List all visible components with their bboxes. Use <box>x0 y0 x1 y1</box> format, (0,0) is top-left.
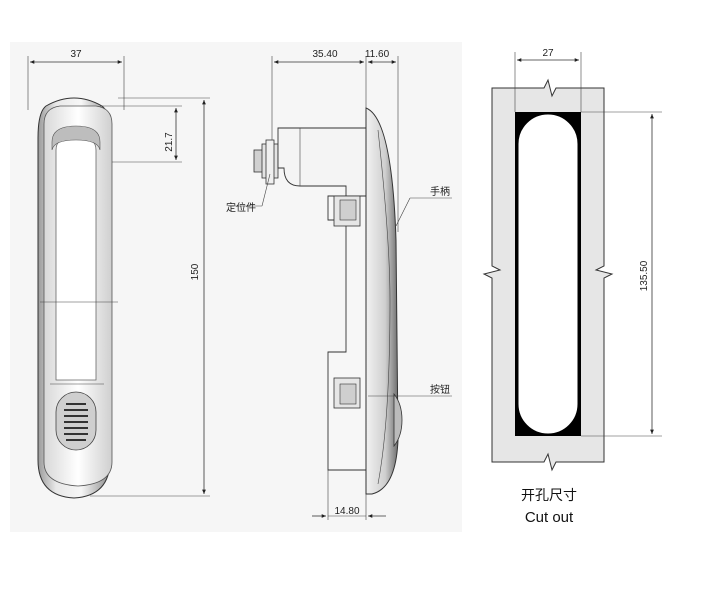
width-dimension: 37 <box>70 49 82 60</box>
bottom-dimension: 14.80 <box>334 506 359 517</box>
side-button <box>393 392 403 448</box>
cutout-view: 27 135.50 开孔尺寸 Cut out <box>482 48 662 526</box>
handle-dimension: 11.60 <box>365 49 390 60</box>
lever-recess <box>55 135 97 381</box>
height-dimension: 150 <box>190 263 201 280</box>
depth-dimension: 35.40 <box>312 49 337 60</box>
offset-dimension: 21.7 <box>164 132 175 152</box>
button-grip-lines <box>64 403 88 441</box>
cutout-slot <box>517 113 579 435</box>
locator-label: 定位件 <box>226 201 256 214</box>
handle-label: 手柄 <box>430 185 450 198</box>
cutout-caption-en: Cut out <box>525 509 574 526</box>
side-view: 35.40 11.60 14.80 定位件 手柄 按钮 <box>226 49 452 520</box>
cutout-caption-cn: 开孔尺寸 <box>521 488 577 504</box>
handle-side <box>365 107 399 495</box>
cutout-height-dimension: 135.50 <box>639 260 650 291</box>
cutout-width-dimension: 27 <box>542 48 554 59</box>
button-label: 按钮 <box>430 383 450 396</box>
lever-top <box>51 125 101 151</box>
